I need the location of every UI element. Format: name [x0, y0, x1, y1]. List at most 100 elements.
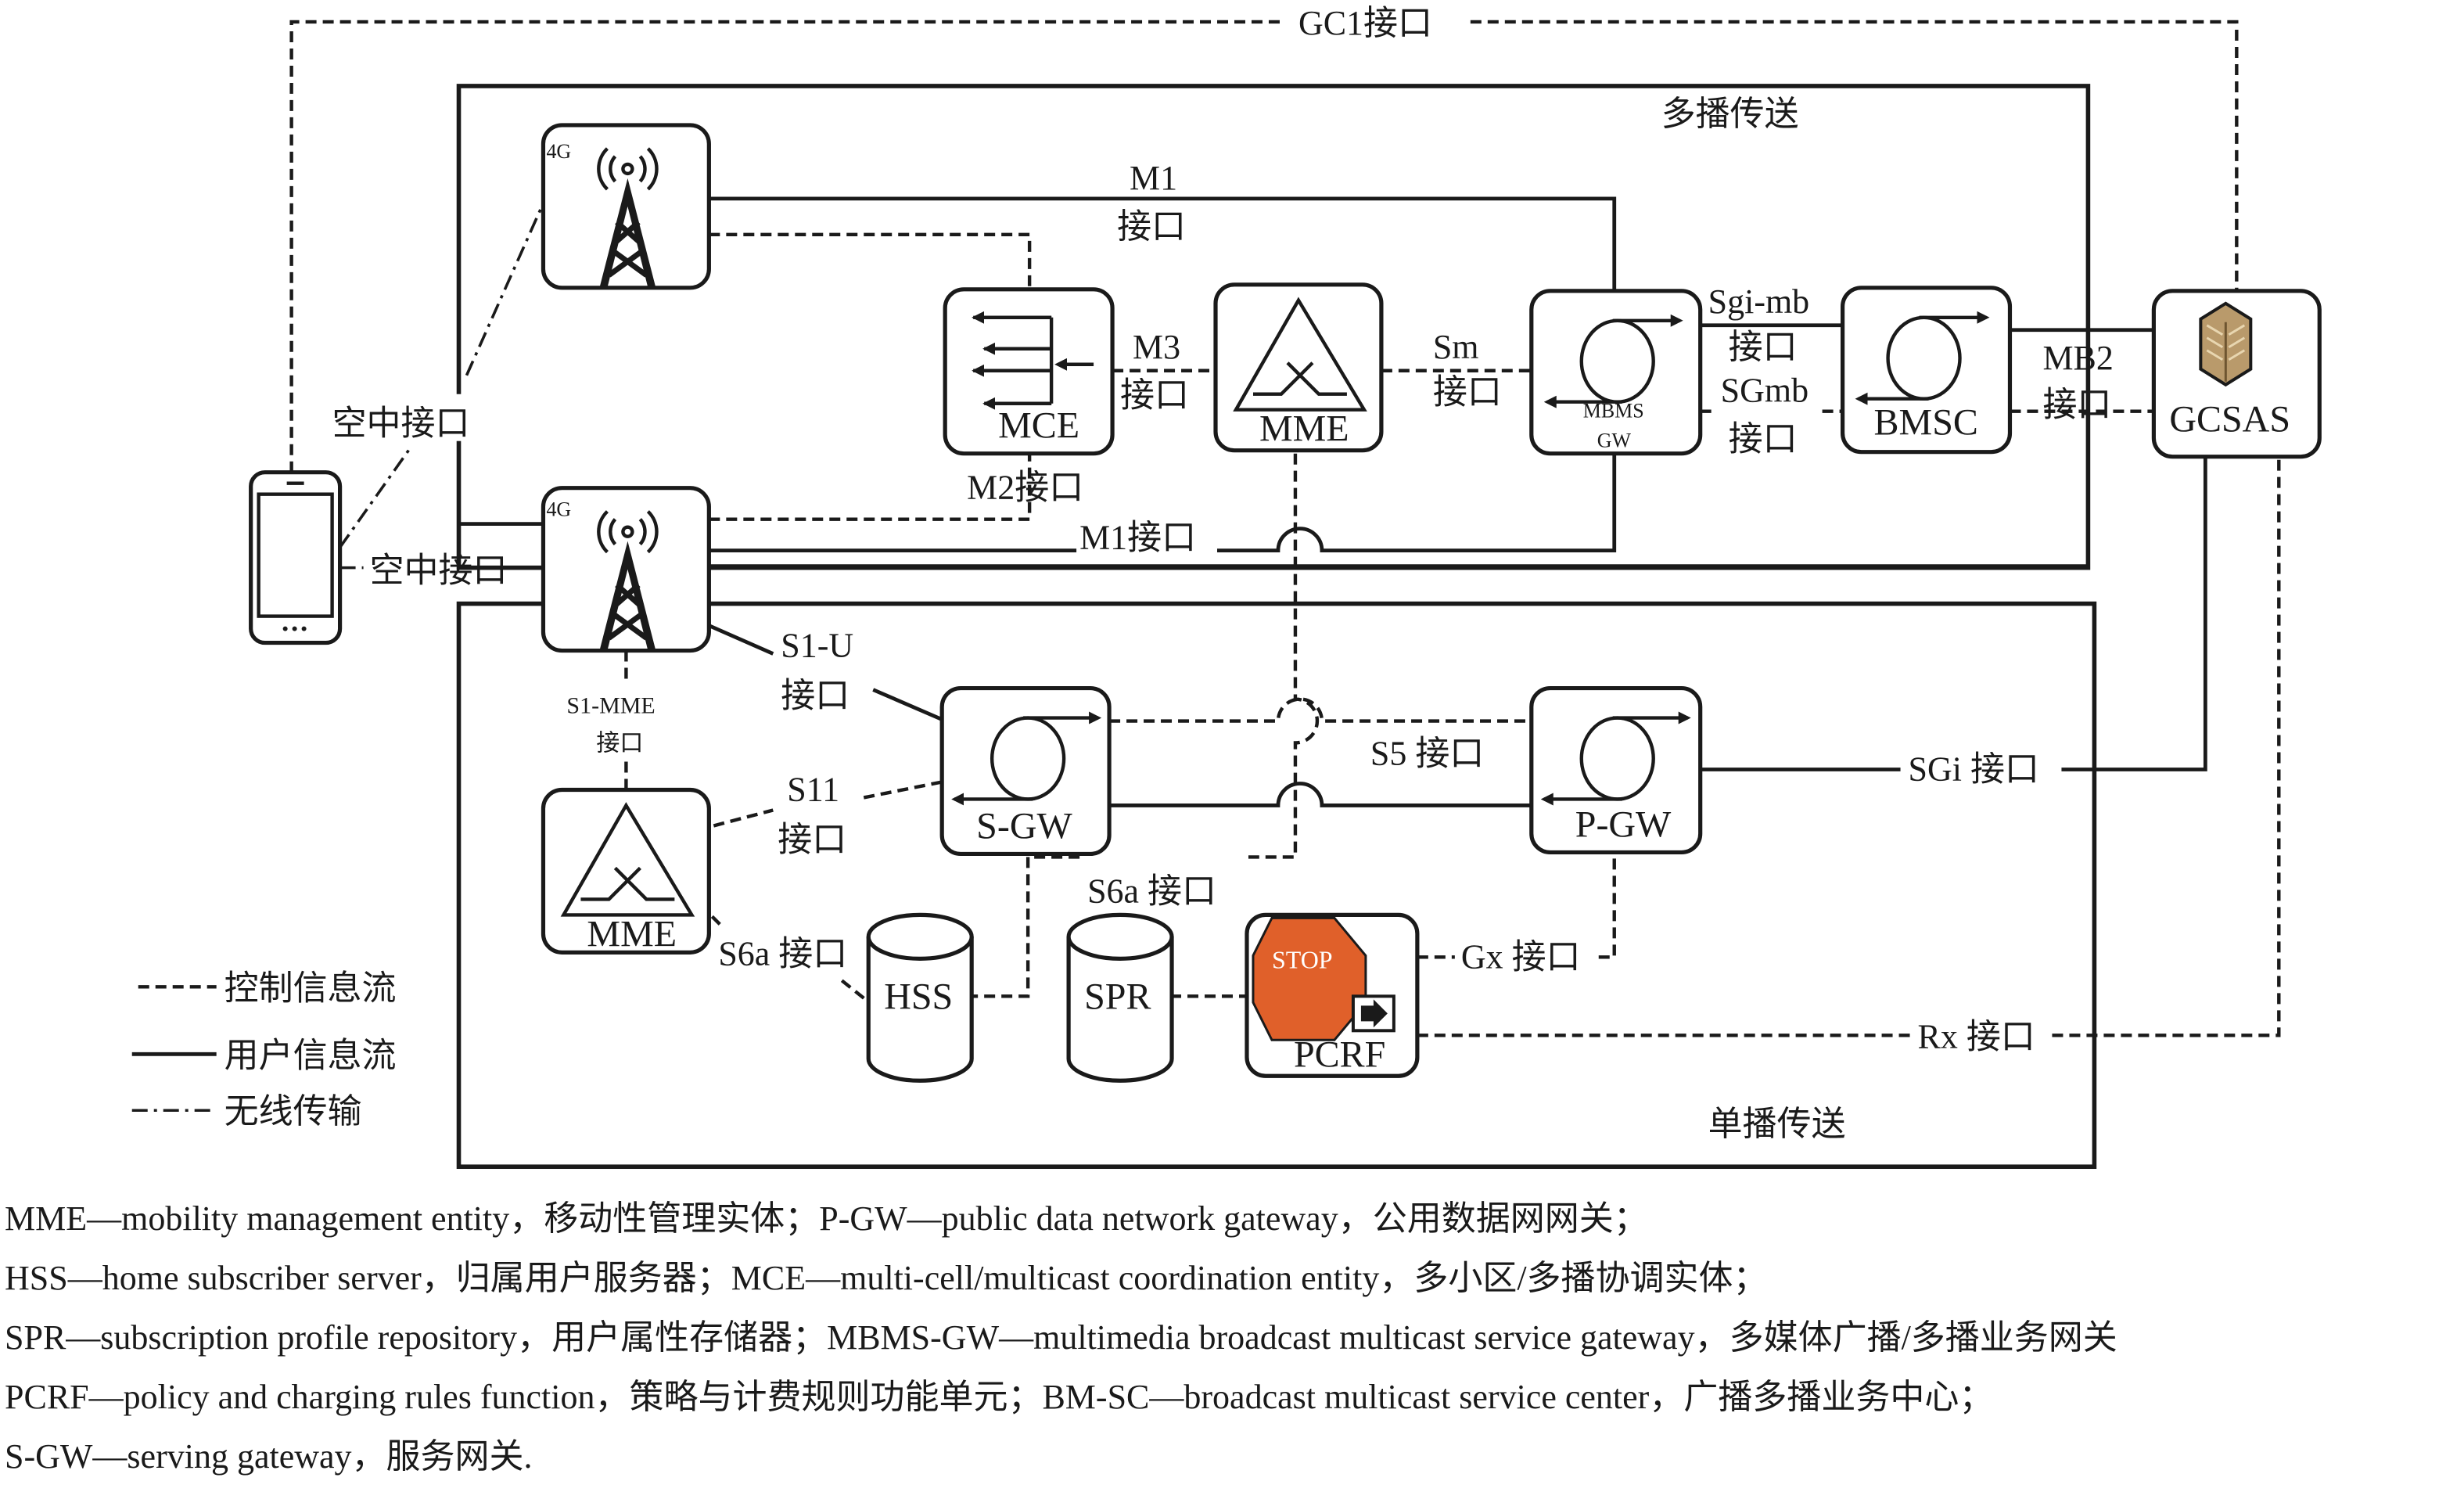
legend-label-radio: 无线传输: [224, 1092, 362, 1131]
bmsc-node[interactable]: BMSC: [1840, 286, 2013, 455]
legend-item-user: 用户信息流: [131, 1036, 397, 1074]
pgw-label: P-GW: [1575, 804, 1672, 845]
footnote-line: SPR—subscription profile repository，用户属性…: [5, 1318, 2117, 1357]
server-rack-icon: [2199, 301, 2253, 387]
gc1-label: GC1接口: [1298, 4, 1432, 42]
distribution-arrows-icon: [972, 311, 1094, 410]
spr-node[interactable]: SPR: [1066, 912, 1174, 1083]
sgmb-label-b: 接口: [1729, 420, 1798, 458]
s11-label-a: S11: [787, 770, 839, 808]
cell-tower-icon: [597, 147, 659, 288]
sm-label-a: Sm: [1433, 328, 1479, 366]
s5-ctrl-link: [1109, 697, 1532, 723]
s6a-top-label: S6a 接口: [1087, 872, 1216, 910]
pcrf-label: PCRF: [1294, 1034, 1385, 1075]
sgw-label: S-GW: [976, 805, 1072, 847]
m1-bottom-label: M1接口: [1079, 519, 1196, 557]
mme-s6a-vertical: [1248, 453, 1320, 859]
spr-label: SPR: [1084, 976, 1151, 1017]
s1mme-label-b: 接口: [596, 730, 643, 756]
m1-top-link: [709, 196, 1617, 291]
enb-top[interactable]: 4G: [541, 123, 711, 290]
sgimb-label-b: 接口: [1729, 328, 1798, 366]
gc1-link: [289, 20, 2239, 473]
unicast-region: [456, 601, 2097, 1170]
s1u-link-b: [872, 688, 943, 721]
ue-phone[interactable]: [249, 470, 343, 645]
mme-top-node[interactable]: MME: [1213, 282, 1384, 453]
legend-item-radio: 无线传输: [131, 1092, 362, 1131]
s1mme-label-a: S1-MME: [566, 693, 655, 719]
mme-bottom-label: MME: [587, 913, 677, 955]
rx-label: Rx 接口: [1918, 1017, 2035, 1055]
legend-label-control: 控制信息流: [224, 969, 397, 1007]
mme-triangle-icon: [1233, 297, 1367, 412]
gcsas-node[interactable]: GCSAS: [2151, 289, 2322, 459]
gcsas-label: GCSAS: [2169, 399, 2290, 440]
cell-tower-icon: [597, 510, 659, 651]
forward-arrow-icon: [1351, 994, 1395, 1033]
footnote-line: PCRF—policy and charging rules function，…: [5, 1378, 1994, 1416]
mce-label: MCE: [998, 405, 1079, 447]
mbms-gw-node[interactable]: MBMS GW: [1529, 289, 1703, 456]
gateway-loop-icon: [951, 711, 1102, 806]
air-bottom-label: 空中接口: [370, 552, 508, 590]
gateway-loop-icon: [1543, 314, 1683, 408]
enb-bottom[interactable]: 4G: [541, 486, 711, 653]
multicast-region-label: 多播传送: [1661, 95, 1799, 133]
s1u-link-a: [708, 624, 774, 656]
s6a-top-link: [972, 855, 1080, 998]
m1-top-label-a: M1: [1130, 159, 1177, 197]
mbms-gw-label-2: GW: [1597, 430, 1632, 452]
m2-label: M2接口: [967, 469, 1083, 507]
s5-user-link: [1109, 782, 1532, 807]
stop-sign-text: STOP: [1272, 946, 1333, 973]
sgmb-label-a: SGmb: [1721, 372, 1808, 410]
mme-triangle-icon: [560, 802, 695, 917]
s1u-label-b: 接口: [781, 677, 849, 715]
pgw-node[interactable]: P-GW: [1529, 685, 1703, 855]
gx-link: [1417, 847, 1616, 959]
legend-item-control: 控制信息流: [138, 969, 397, 1007]
m1-top-label-b: 接口: [1117, 207, 1186, 246]
sm-label-b: 接口: [1433, 373, 1502, 412]
footnote-line: MME—mobility management entity，移动性管理实体；P…: [5, 1199, 1648, 1238]
footnote-line: HSS—home subscriber server，归属用户服务器；MCE—m…: [5, 1259, 1768, 1297]
mbms-gw-label-1: MBMS: [1583, 400, 1644, 422]
s11-label-b: 接口: [778, 820, 846, 858]
mme-bottom-node[interactable]: MME: [541, 787, 711, 955]
air-top-link: [339, 203, 545, 548]
hss-node[interactable]: HSS: [866, 912, 974, 1083]
enb-mce-top-link: [709, 232, 1032, 289]
bmsc-label: BMSC: [1874, 402, 1978, 444]
enb-mce-bottom-link: [709, 453, 1032, 521]
rx-link: [1417, 459, 2281, 1037]
abbreviation-footnotes: MME—mobility management entity，移动性管理实体；P…: [5, 1189, 2461, 1487]
sgw-node[interactable]: S-GW: [939, 685, 1112, 857]
enb-bottom-badge: 4G: [546, 498, 571, 521]
s6a-left-link: [710, 915, 867, 1001]
hss-label: HSS: [884, 976, 953, 1017]
footnote-line: S-GW—serving gateway，服务网关.: [5, 1437, 533, 1476]
sgi-label: SGi 接口: [1909, 750, 2039, 788]
pcrf-node[interactable]: STOP PCRF: [1245, 912, 1420, 1078]
mme-top-label: MME: [1259, 408, 1349, 450]
m1-bottom-link: [709, 453, 1617, 553]
sgimb-label-a: Sgi-mb: [1708, 282, 1809, 321]
sgi-link: [1700, 456, 2207, 771]
m3-label-b: 接口: [1120, 376, 1189, 415]
stop-sign-icon: STOP: [1252, 916, 1367, 1041]
legend: 控制信息流 用户信息流 无线传输: [131, 969, 397, 1131]
unicast-region-label: 单播传送: [1708, 1105, 1846, 1143]
enb-top-badge: 4G: [546, 140, 571, 163]
mb2-label-a: MB2: [2042, 339, 2113, 377]
gateway-loop-icon: [1540, 711, 1691, 806]
m3-label-a: M3: [1133, 328, 1180, 366]
s6a-left-label: S6a 接口: [718, 934, 847, 972]
air-top-label: 空中接口: [332, 404, 470, 443]
mce-node[interactable]: MCE: [943, 287, 1115, 456]
s1u-label-a: S1-U: [781, 627, 853, 665]
s5-label: S5 接口: [1370, 734, 1484, 772]
mb2-label-b: 接口: [2042, 386, 2111, 424]
